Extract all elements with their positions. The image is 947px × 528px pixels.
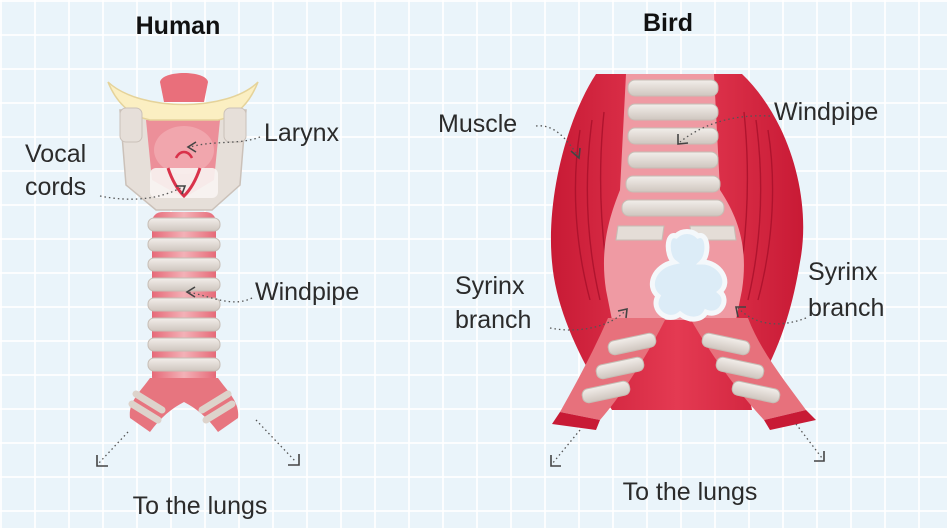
human-larynx-label: Larynx <box>264 119 340 147</box>
bird-left-lung-arrowhead-icon <box>551 455 561 466</box>
human-right-lung-arrow-line <box>256 420 296 462</box>
bird-title: Bird <box>643 9 693 37</box>
bird-right-lung-arrow-line <box>796 424 822 458</box>
bird-syrinx-left-line1: Syrinx <box>455 272 525 300</box>
bird-lungs-label: To the lungs <box>623 478 758 506</box>
bird-left-lung-arrow-line <box>552 430 580 464</box>
human-larynx-windpipe-illustration <box>108 73 258 432</box>
bird-syrinx-left-line2: branch <box>455 306 531 334</box>
human-vocal-label-line2: cords <box>25 173 86 201</box>
human-vocal-label-line1: Vocal <box>25 140 86 168</box>
human-windpipe-label: Windpipe <box>255 278 359 306</box>
bird-syrinx-right-line1: Syrinx <box>808 258 878 286</box>
bird-right-lung-arrowhead-icon <box>814 451 824 461</box>
human-left-lung-arrow-line <box>98 432 128 464</box>
human-lungs-label: To the lungs <box>133 492 268 520</box>
bird-muscle-label: Muscle <box>438 110 517 138</box>
bird-windpipe-label: Windpipe <box>774 98 878 126</box>
bird-syrinx-illustration <box>551 74 816 430</box>
bird-syrinx-right-line2: branch <box>808 294 884 322</box>
human-left-lung-arrowhead-icon <box>97 455 108 466</box>
human-title: Human <box>136 12 221 40</box>
